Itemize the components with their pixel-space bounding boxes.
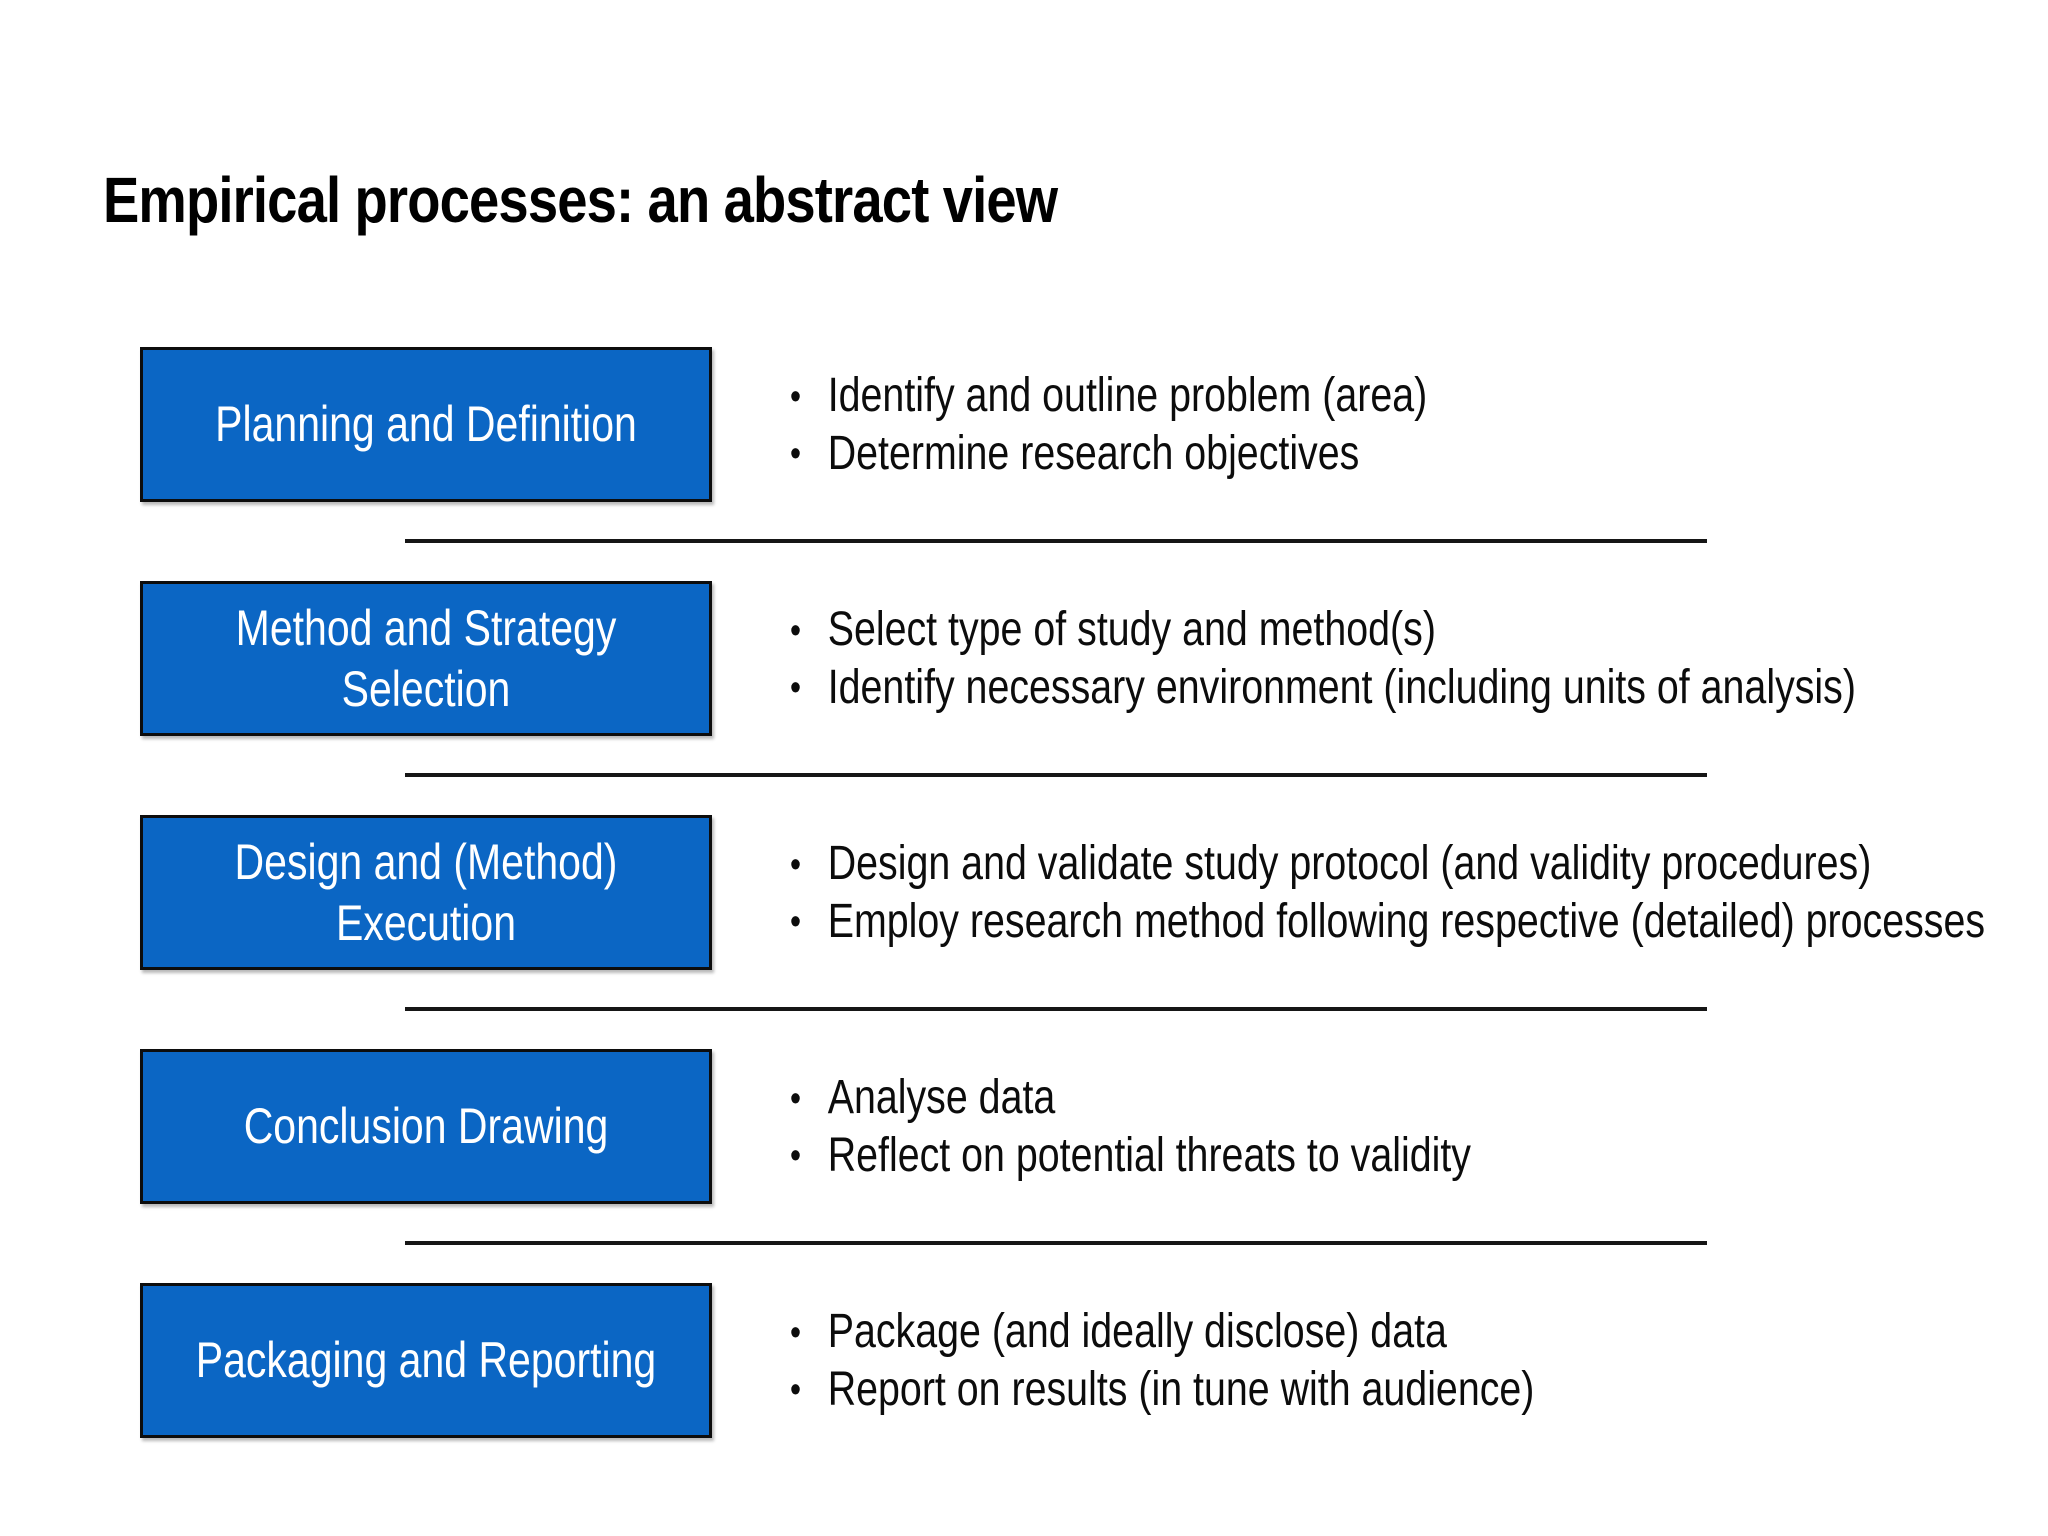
slide-title: Empirical processes: an abstract view [103,164,1058,236]
process-box-label: Conclusion Drawing [243,1098,609,1154]
separator-line [405,539,1707,543]
bullet-group-design-execution: Design and validate study protocol (and … [790,815,1995,970]
process-box-planning-and-definition: Planning and Definition [140,347,712,502]
bullet-list: Design and validate study protocol (and … [790,835,1995,950]
bullet-group-conclusion: Analyse data Reflect on potential threat… [790,1049,1995,1204]
process-box-packaging-and-reporting: Packaging and Reporting [140,1283,712,1438]
process-box-label: Packaging and Reporting [195,1332,657,1388]
separator-line [405,1241,1707,1245]
process-box-design-and-method-execution: Design and (Method) Execution [140,815,712,970]
bullet-item: Select type of study and method(s) [790,601,1995,659]
separator-line [405,1007,1707,1011]
bullet-item: Determine research objectives [790,425,1995,483]
process-box-label: Planning and Definition [215,396,637,452]
bullet-list: Identify and outline problem (area) Dete… [790,367,1995,482]
bullet-group-method-strategy: Select type of study and method(s) Ident… [790,581,1995,736]
bullet-item: Report on results (in tune with audience… [790,1361,1995,1419]
bullet-group-packaging: Package (and ideally disclose) data Repo… [790,1283,1995,1438]
bullet-list: Package (and ideally disclose) data Repo… [790,1303,1995,1418]
bullet-item: Package (and ideally disclose) data [790,1303,1995,1361]
bullet-item: Design and validate study protocol (and … [790,835,1995,893]
bullet-group-planning: Identify and outline problem (area) Dete… [790,347,1995,502]
bullet-list: Select type of study and method(s) Ident… [790,601,1995,716]
bullet-item: Reflect on potential threats to validity [790,1127,1995,1185]
process-box-conclusion-drawing: Conclusion Drawing [140,1049,712,1204]
bullet-item: Employ research method following respect… [790,893,1995,951]
bullet-item: Analyse data [790,1069,1995,1127]
bullet-item: Identify necessary environment (includin… [790,659,1995,717]
separator-line [405,773,1707,777]
bullet-list: Analyse data Reflect on potential threat… [790,1069,1995,1184]
process-box-label: Method and Strategy Selection [235,599,617,717]
bullet-item: Identify and outline problem (area) [790,367,1995,425]
process-box-label: Design and (Method) Execution [234,833,618,951]
process-box-method-and-strategy-selection: Method and Strategy Selection [140,581,712,736]
